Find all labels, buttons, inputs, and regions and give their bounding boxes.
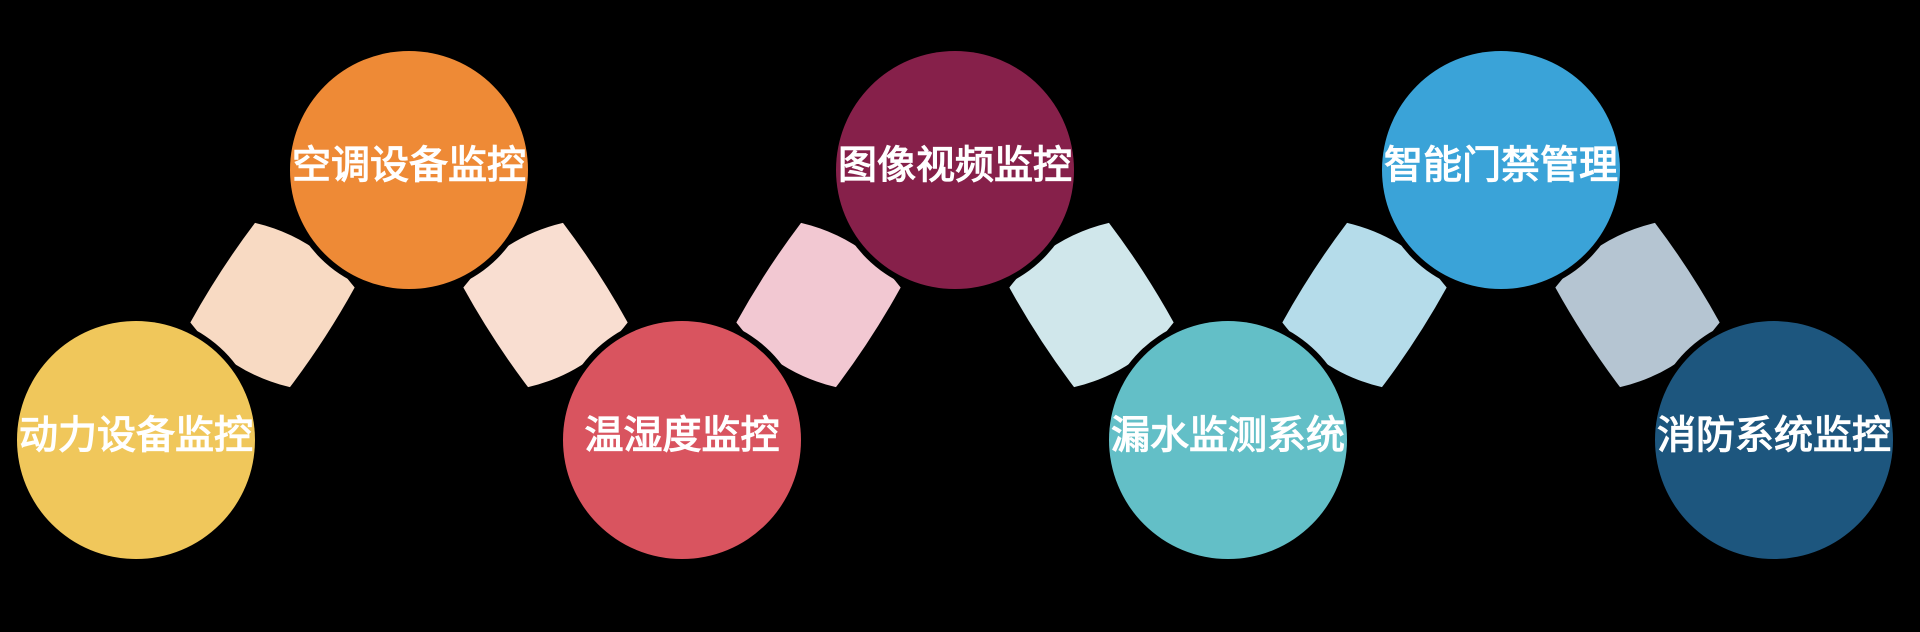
connector-shape xyxy=(190,222,355,388)
process-node-circle xyxy=(1109,321,1347,559)
process-node-circle xyxy=(836,51,1074,289)
connector-shape xyxy=(736,222,901,388)
connector-shape xyxy=(1282,222,1447,388)
process-node-circle xyxy=(1655,321,1893,559)
connector-shape xyxy=(463,222,628,388)
process-node-circle xyxy=(563,321,801,559)
connector-shape xyxy=(1555,222,1720,388)
process-node-circle xyxy=(290,51,528,289)
process-node-circle xyxy=(1382,51,1620,289)
connector-shape xyxy=(1009,222,1174,388)
process-node-circle xyxy=(17,321,255,559)
